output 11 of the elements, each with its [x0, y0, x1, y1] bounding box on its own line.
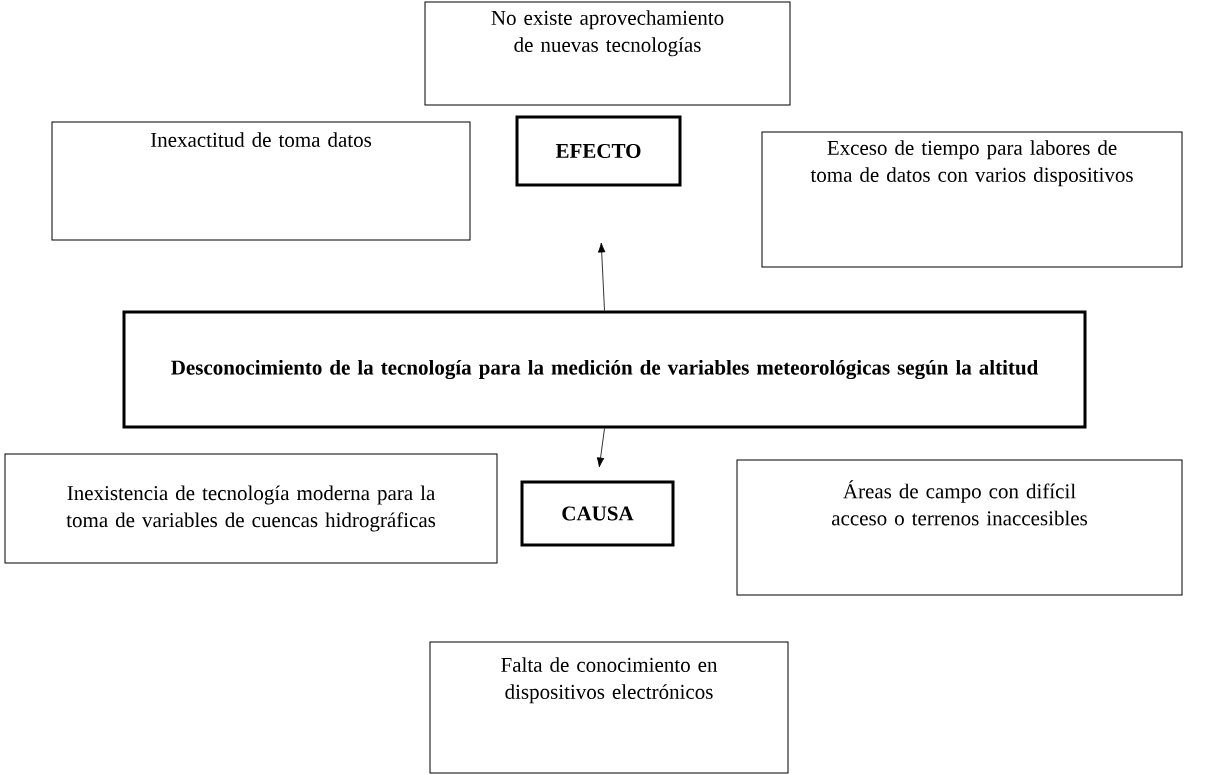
text-box: EFECTO: [515, 115, 682, 187]
text-box: Falta de conocimiento en dispositivos electrónicos: [429, 641, 789, 774]
text-box: Exceso de tiempo para labores de toma de datos con varios dispositivos: [761, 131, 1183, 268]
text-box: Áreas de campo con difícil acceso o terrenos inaccesibles: [736, 459, 1183, 596]
text-box: Inexistencia de tecnología moderna para la toma de variables de cuencas hidrográficas: [4, 453, 498, 564]
text-box: No existe aprovechamiento de nuevas tecnologías: [424, 1, 791, 106]
arrow: [597, 242, 606, 311]
text-box: Inexactitud de toma datos: [51, 121, 471, 241]
arrow: [596, 428, 605, 468]
text-box: CAUSA: [520, 480, 675, 547]
text-box: Desconocimiento de la tecnología para la medición de variables meteorológicas según la altitud: [122, 310, 1087, 429]
